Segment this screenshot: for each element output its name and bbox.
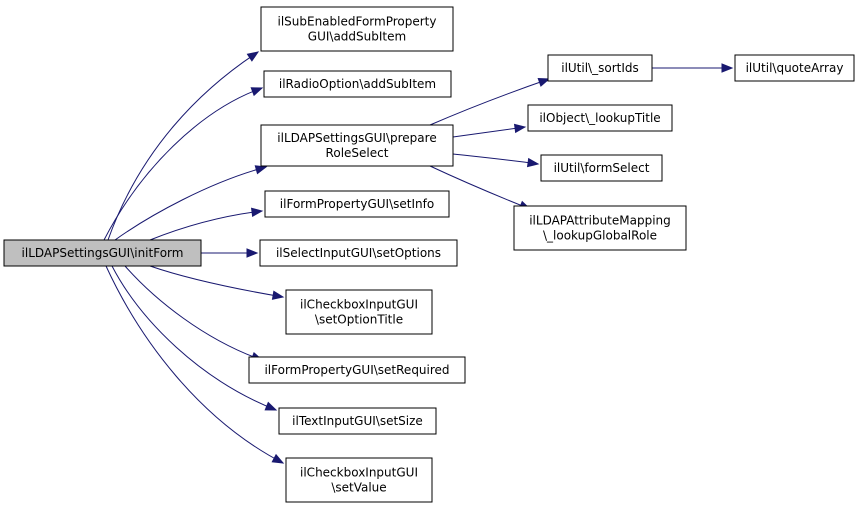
node-label: ilLDAPSettingsGUI\initForm	[22, 246, 184, 260]
node-label: \_lookupGlobalRole	[543, 229, 657, 243]
edge-root-to-n1	[107, 51, 260, 241]
nodes-layer: ilLDAPSettingsGUI\initForm ilSubEnabledFo…	[3, 6, 855, 503]
edge-root-to-n6	[149, 265, 285, 300]
edge-arrowhead	[246, 248, 259, 258]
node-label: ilObject\_lookupTitle	[539, 111, 660, 125]
node-label: \setValue	[331, 481, 386, 495]
function-node-n14[interactable]: ilUtil\quoteArray	[734, 54, 855, 82]
function-node-n12[interactable]: ilUtil\formSelect	[540, 154, 663, 182]
node-box	[285, 289, 433, 335]
node-label: GUI\addSubItem	[308, 30, 406, 44]
edge-arrowhead	[250, 207, 264, 218]
edge-arrowhead	[537, 77, 551, 87]
edge-arrowhead	[513, 123, 527, 134]
edge-line	[124, 265, 263, 361]
node-label: ilLDAPSettingsGUI\prepare	[277, 131, 436, 145]
edge-line	[452, 153, 539, 165]
edge-arrowhead	[246, 51, 260, 62]
edge-root-to-n7	[124, 265, 264, 361]
node-box	[264, 190, 450, 218]
node-box	[527, 104, 673, 132]
edge-arrowhead	[250, 87, 264, 97]
function-node-n11[interactable]: ilObject\_lookupTitle	[527, 104, 673, 132]
function-node-n7[interactable]: ilFormPropertyGUI\setRequired	[248, 356, 466, 384]
function-node-n2[interactable]: ilRadioOption\addSubItem	[263, 70, 452, 98]
node-label: ilSelectInputGUI\setOptions	[276, 246, 441, 260]
node-box	[260, 6, 454, 52]
edge-root-to-n3	[114, 165, 268, 241]
node-label: RoleSelect	[326, 146, 389, 160]
function-node-n10[interactable]: ilUtil\_sortIds	[547, 54, 653, 82]
node-label: \setOptionTitle	[315, 313, 403, 327]
edge-line	[429, 165, 531, 210]
node-box	[513, 205, 687, 251]
node-label: ilUtil\_sortIds	[561, 61, 639, 75]
node-label: ilCheckboxInputGUI	[300, 466, 418, 480]
edge-line	[105, 265, 284, 464]
node-label: ilFormPropertyGUI\setInfo	[280, 197, 434, 211]
edge-root-to-n5	[201, 248, 259, 258]
function-node-n6[interactable]: ilCheckboxInputGUI\setOptionTitle	[285, 289, 433, 335]
node-box	[248, 356, 466, 384]
node-box	[285, 457, 433, 503]
edge-root-to-n4	[149, 207, 264, 241]
node-label: ilUtil\formSelect	[554, 161, 650, 175]
node-box	[734, 54, 855, 82]
node-box	[259, 239, 458, 267]
node-label: ilSubEnabledFormProperty	[277, 15, 436, 29]
function-node-n8[interactable]: ilTextInputGUI\setSize	[278, 407, 437, 435]
function-node-n13[interactable]: ilLDAPAttributeMapping\_lookupGlobalRole	[513, 205, 687, 251]
edge-root-to-n8	[111, 265, 278, 411]
edge-arrowhead	[721, 63, 734, 73]
node-box	[547, 54, 653, 82]
edge-arrowhead	[254, 165, 268, 175]
edge-n10-to-n14	[652, 63, 734, 73]
edge-n3-to-n12	[452, 153, 540, 168]
edge-line	[452, 126, 526, 138]
edge-line	[103, 87, 263, 241]
edge-arrowhead	[271, 453, 285, 464]
node-label: ilRadioOption\addSubItem	[279, 77, 436, 91]
node-label: ilLDAPAttributeMapping	[529, 214, 671, 228]
node-label: ilUtil\quoteArray	[746, 61, 844, 75]
edge-n3-to-n11	[452, 123, 527, 138]
node-box	[260, 124, 454, 167]
edge-arrowhead	[526, 157, 540, 168]
node-label: ilTextInputGUI\setSize	[292, 414, 423, 428]
edge-n3-to-n10	[429, 77, 551, 126]
edge-line	[111, 265, 277, 411]
function-node-n5[interactable]: ilSelectInputGUI\setOptions	[259, 239, 458, 267]
edge-line	[107, 51, 259, 241]
node-box	[263, 70, 452, 98]
edge-line	[114, 166, 267, 241]
function-node-n9[interactable]: ilCheckboxInputGUI\setValue	[285, 457, 433, 503]
node-label: ilFormPropertyGUI\setRequired	[264, 363, 449, 377]
edge-arrowhead	[271, 290, 285, 300]
edge-root-to-n2	[103, 87, 264, 241]
node-box	[3, 239, 202, 267]
node-box	[278, 407, 437, 435]
root-function-node[interactable]: ilLDAPSettingsGUI\initForm	[3, 239, 202, 267]
node-box	[540, 154, 663, 182]
edge-root-to-n9	[105, 265, 285, 464]
node-label: ilCheckboxInputGUI	[300, 298, 418, 312]
edges-layer	[103, 51, 734, 464]
edge-arrowhead	[264, 401, 278, 411]
edge-line	[149, 210, 263, 241]
edge-line	[429, 78, 550, 126]
function-node-n4[interactable]: ilFormPropertyGUI\setInfo	[264, 190, 450, 218]
edge-line	[149, 265, 284, 298]
